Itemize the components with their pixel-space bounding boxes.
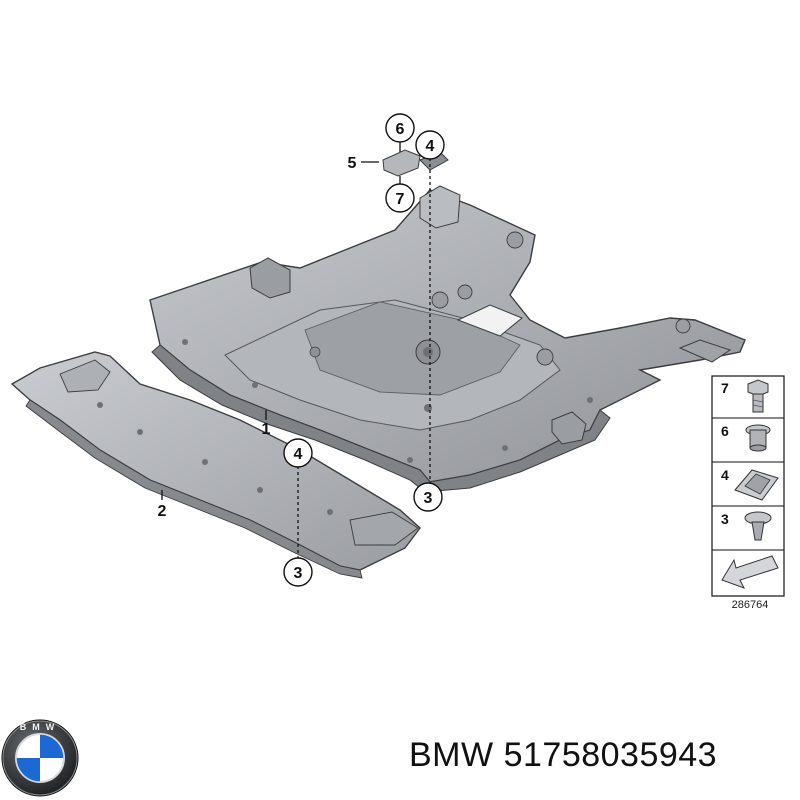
diagram-code: 286764 bbox=[732, 599, 769, 611]
callout-1-label: 1 bbox=[262, 421, 271, 438]
clip-part-5 bbox=[382, 149, 449, 177]
leader-lines bbox=[161, 142, 431, 560]
callout-4-top-label: 4 bbox=[426, 138, 435, 155]
plastic-rivet-icon bbox=[744, 511, 772, 541]
legend-row-7-label: 7 bbox=[721, 380, 729, 396]
callout-7: 7 bbox=[385, 183, 415, 213]
bolt-icon bbox=[747, 379, 769, 413]
front-shield-panel bbox=[10, 351, 421, 579]
callout-4-left-label: 4 bbox=[294, 446, 303, 463]
arrow-icon bbox=[721, 555, 779, 589]
legend-row-7: 7 bbox=[721, 379, 769, 413]
callout-3-left-label: 3 bbox=[294, 565, 303, 582]
callout-7-label: 7 bbox=[396, 191, 405, 208]
legend-row-6-label: 6 bbox=[721, 423, 729, 439]
grommet-nut-icon bbox=[745, 424, 771, 452]
caption-part-number: 51758035943 bbox=[503, 736, 718, 774]
callout-5-label: 5 bbox=[348, 155, 357, 172]
legend-row-6: 6 bbox=[721, 423, 771, 452]
callout-3-right: 3 bbox=[413, 482, 443, 512]
fastener-legend: 7 6 4 3 bbox=[711, 375, 785, 611]
callout-4-top: 4 bbox=[415, 130, 445, 160]
callout-2-label: 2 bbox=[158, 503, 167, 520]
legend-row-4-label: 4 bbox=[721, 467, 729, 483]
callout-3-right-label: 3 bbox=[424, 490, 433, 507]
legend-row-3: 3 bbox=[721, 511, 772, 541]
caption-brand: BMW bbox=[409, 736, 494, 774]
bmw-logo: BMW bbox=[1, 719, 79, 797]
legend-row-4: 4 bbox=[721, 467, 779, 501]
callout-3-left: 3 bbox=[283, 557, 313, 587]
callout-4-left: 4 bbox=[283, 438, 313, 468]
bmw-logo-letters: BMW bbox=[20, 722, 61, 732]
callout-6: 6 bbox=[385, 113, 415, 143]
callout-6-label: 6 bbox=[396, 121, 405, 138]
underbody-panel bbox=[149, 185, 746, 493]
spring-clip-icon bbox=[734, 469, 779, 501]
legend-row-3-label: 3 bbox=[721, 511, 729, 527]
